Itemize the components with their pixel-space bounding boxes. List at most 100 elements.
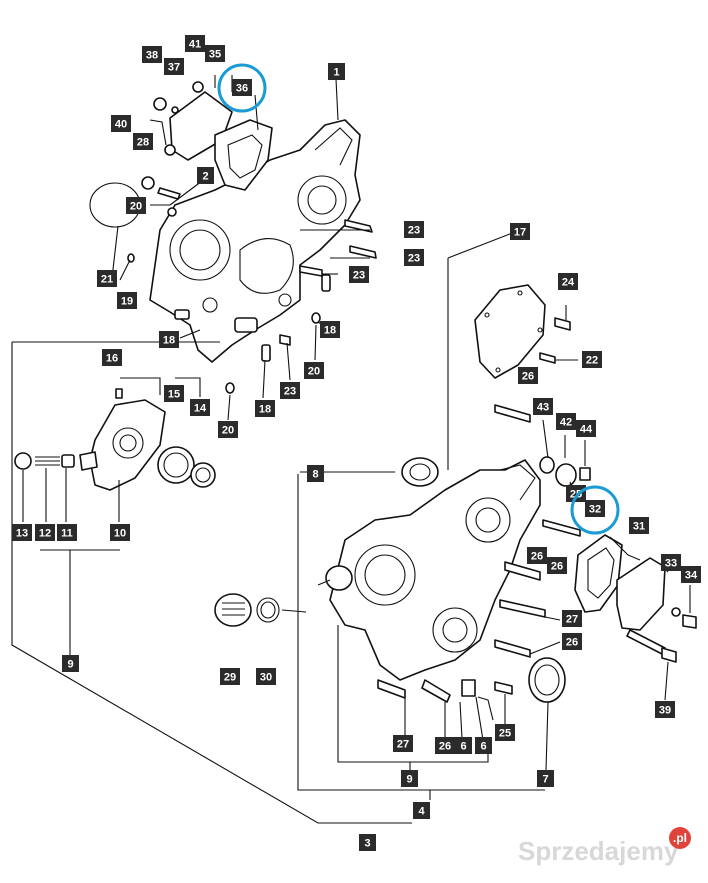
svg-text:16: 16 xyxy=(106,353,118,365)
callout-13: 13 xyxy=(12,524,32,541)
callout-18a: 18 xyxy=(159,331,179,348)
callout-21: 21 xyxy=(97,270,117,287)
svg-text:18: 18 xyxy=(163,335,175,347)
callout-12: 12 xyxy=(35,524,55,541)
callout-23d: 23 xyxy=(280,382,300,399)
svg-text:36: 36 xyxy=(236,83,248,95)
svg-text:26: 26 xyxy=(439,741,451,753)
callout-41: 41 xyxy=(185,35,205,52)
svg-text:7: 7 xyxy=(542,774,548,786)
callout-32: 32 xyxy=(585,500,605,517)
svg-text:24: 24 xyxy=(562,277,575,289)
callout-26d: 26 xyxy=(562,633,582,650)
callout-15: 15 xyxy=(164,385,184,402)
callout-36: 36 xyxy=(232,79,252,96)
svg-text:25: 25 xyxy=(499,728,511,740)
callout-26b: 26 xyxy=(527,547,547,564)
watermark-badge-text: .pl xyxy=(673,831,687,845)
svg-text:40: 40 xyxy=(115,119,127,131)
callout-3: 3 xyxy=(359,834,376,851)
svg-text:38: 38 xyxy=(146,50,158,62)
svg-text:39: 39 xyxy=(659,705,671,717)
callout-37: 37 xyxy=(164,58,184,75)
front-gasket xyxy=(574,534,623,613)
svg-text:27: 27 xyxy=(566,614,578,626)
svg-text:33: 33 xyxy=(665,558,677,570)
svg-text:34: 34 xyxy=(685,570,698,582)
svg-text:4: 4 xyxy=(418,806,425,818)
svg-text:31: 31 xyxy=(633,521,645,533)
svg-text:23: 23 xyxy=(353,270,365,282)
callout-1: 1 xyxy=(328,63,345,80)
svg-text:42: 42 xyxy=(560,417,572,429)
callout-20b: 20 xyxy=(304,362,324,379)
svg-text:22: 22 xyxy=(586,355,598,367)
callout-38: 38 xyxy=(142,46,162,63)
svg-text:23: 23 xyxy=(408,253,420,265)
callout-4: 4 xyxy=(413,802,430,819)
callout-33: 33 xyxy=(661,554,681,571)
callout-16: 16 xyxy=(102,349,122,366)
callout-20c: 20 xyxy=(218,421,238,438)
callout-26a: 26 xyxy=(518,367,538,384)
svg-text:12: 12 xyxy=(39,528,51,540)
lock-ring xyxy=(190,462,216,488)
svg-text:8: 8 xyxy=(312,469,318,481)
callout-24: 24 xyxy=(558,273,578,290)
svg-text:32: 32 xyxy=(589,504,601,516)
svg-text:26: 26 xyxy=(551,561,563,573)
lower-timing-cover xyxy=(329,459,541,681)
callout-27a: 27 xyxy=(562,610,582,627)
callout-22: 22 xyxy=(582,351,602,368)
callout-29: 29 xyxy=(220,668,240,685)
pump-gear xyxy=(157,446,195,484)
highlight-circle-32 xyxy=(570,485,620,535)
callout-7: 7 xyxy=(537,770,554,787)
callout-11: 11 xyxy=(57,524,77,541)
crankshaft-seal xyxy=(528,657,566,703)
callout-23a: 23 xyxy=(404,221,424,238)
svg-text:17: 17 xyxy=(514,227,526,239)
svg-text:41: 41 xyxy=(189,39,201,51)
callout-20a: 20 xyxy=(126,197,146,214)
callout-2: 2 xyxy=(197,167,214,184)
callout-labels: 1 2 3 4 6 6 7 8 9 9 10 11 12 13 14 15 16… xyxy=(12,35,701,851)
svg-text:9: 9 xyxy=(67,659,73,671)
svg-text:19: 19 xyxy=(121,296,133,308)
callout-39: 39 xyxy=(655,701,675,718)
svg-text:6: 6 xyxy=(460,741,466,753)
svg-text:1: 1 xyxy=(333,67,339,79)
callout-42: 42 xyxy=(556,413,576,430)
callout-18c: 18 xyxy=(255,400,275,417)
callout-6b: 6 xyxy=(475,737,492,754)
pump-cover-plate xyxy=(89,399,166,491)
inspection-cover xyxy=(474,284,546,379)
filler-cap xyxy=(214,593,252,627)
callout-14: 14 xyxy=(190,399,210,416)
front-cover-plate xyxy=(616,557,666,631)
callout-40: 40 xyxy=(111,115,131,132)
svg-text:20: 20 xyxy=(308,366,320,378)
svg-text:21: 21 xyxy=(101,274,113,286)
svg-text:26: 26 xyxy=(522,371,534,383)
svg-text:30: 30 xyxy=(260,672,272,684)
svg-text:27: 27 xyxy=(397,739,409,751)
callout-17: 17 xyxy=(510,223,530,240)
upper-cover-assembly xyxy=(89,81,377,363)
callout-26e: 26 xyxy=(435,737,455,754)
highlight-circle-36 xyxy=(217,63,267,113)
sealing-ring xyxy=(256,597,280,623)
callout-9b: 9 xyxy=(401,770,418,787)
callout-23c: 23 xyxy=(349,266,369,283)
svg-text:37: 37 xyxy=(168,62,180,74)
leader-lines xyxy=(11,75,691,824)
callout-18b: 18 xyxy=(320,321,340,338)
callout-35: 35 xyxy=(205,45,225,62)
highlight-markers xyxy=(217,63,620,535)
svg-text:18: 18 xyxy=(324,325,336,337)
callout-6a: 6 xyxy=(455,737,472,754)
callout-19: 19 xyxy=(117,292,137,309)
svg-text:28: 28 xyxy=(137,137,149,149)
callout-9a: 9 xyxy=(62,655,79,672)
callout-23b: 23 xyxy=(404,249,424,266)
